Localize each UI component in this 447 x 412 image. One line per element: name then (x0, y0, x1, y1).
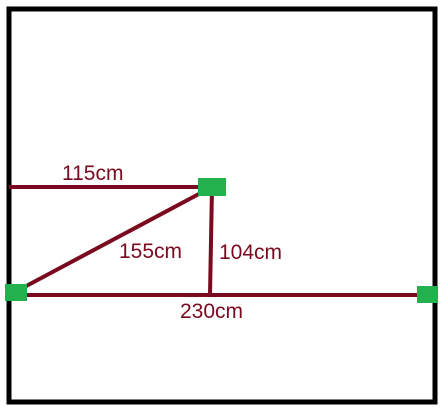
top-horizontal-label: 115cm (62, 162, 123, 185)
right-node (417, 286, 438, 303)
bottom-horizontal-label: 230cm (180, 300, 243, 323)
vertical-line (208, 186, 214, 296)
outer-frame (6, 6, 438, 405)
diagonal-label: 155cm (119, 240, 182, 263)
vertical-label: 104cm (219, 241, 282, 264)
diagonal-line (14, 185, 213, 294)
left-node (5, 284, 27, 301)
top-node (198, 178, 226, 196)
